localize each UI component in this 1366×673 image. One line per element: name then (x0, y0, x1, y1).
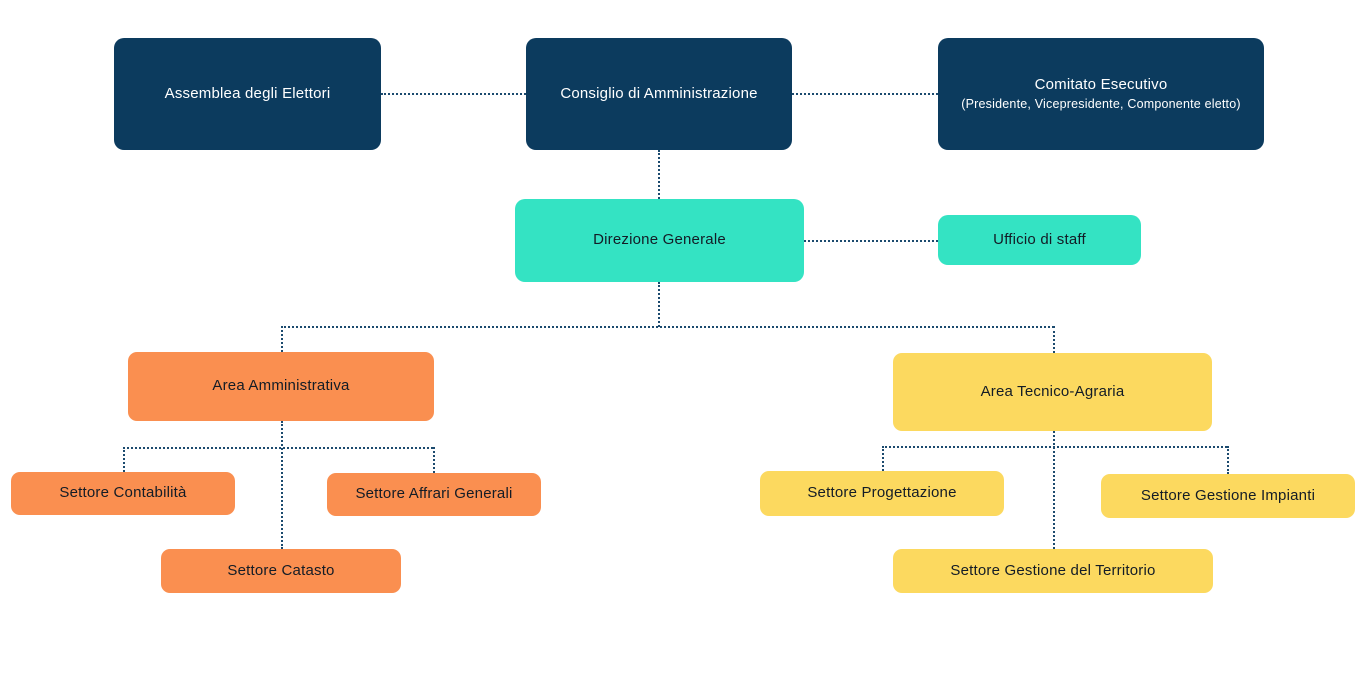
node-direzione-generale: Direzione Generale (515, 199, 804, 282)
node-label: Assemblea degli Elettori (164, 84, 331, 102)
node-label: Consiglio di Amministrazione (560, 84, 758, 102)
node-label: Settore Catasto (227, 561, 335, 579)
node-area-amministrativa: Area Amministrativa (128, 352, 434, 421)
node-settore-gestione-del-territorio: Settore Gestione del Territorio (893, 549, 1213, 593)
node-label: Area Tecnico-Agraria (980, 382, 1125, 400)
node-assemblea-degli-elettori: Assemblea degli Elettori (114, 38, 381, 150)
connector-tecnico-sub-bar (882, 446, 1227, 448)
node-label: Ufficio di staff (993, 230, 1086, 248)
connector-assemblea-consiglio (381, 93, 526, 95)
node-label: Settore Contabilità (59, 484, 187, 502)
node-settore-gestione-impianti: Settore Gestione Impianti (1101, 474, 1355, 518)
connector-direzione-branch-bar (658, 282, 660, 327)
node-ufficio-di-staff: Ufficio di staff (938, 215, 1141, 265)
node-label: Settore Progettazione (807, 484, 957, 502)
connector-bar-settore-affrari (433, 447, 435, 473)
node-settore-affrari-generali: Settore Affrari Generali (327, 473, 541, 516)
node-consiglio-di-amministrazione: Consiglio di Amministrazione (526, 38, 792, 150)
connector-consiglio-direzione (658, 150, 660, 199)
node-label: Settore Gestione Impianti (1140, 486, 1316, 504)
node-sublabel: (Presidente, Vicepresidente, Componente … (961, 96, 1241, 111)
node-label: Comitato Esecutivo (1034, 75, 1168, 93)
connector-branch-bar (281, 326, 1054, 328)
connector-bar-settore-impianti (1227, 446, 1229, 474)
node-label: Settore Gestione del Territorio (950, 561, 1156, 579)
connector-bar-area-tecnico-agraria (1053, 326, 1055, 353)
node-settore-catasto: Settore Catasto (161, 549, 401, 593)
connector-bar-area-amministrativa (281, 326, 283, 352)
connector-bar-settore-progettazione (882, 446, 884, 471)
node-comitato-esecutivo: Comitato Esecutivo (Presidente, Vicepres… (938, 38, 1264, 150)
connector-direzione-ufficio (804, 240, 938, 242)
node-label: Direzione Generale (593, 231, 726, 249)
connector-amministrativa-sub-bar (123, 447, 433, 449)
connector-areaamm-settore-catasto (281, 421, 283, 549)
connector-bar-settore-contabilita (123, 447, 125, 472)
connector-areatec-settore-territorio (1053, 431, 1055, 549)
node-area-tecnico-agraria: Area Tecnico-Agraria (893, 353, 1212, 431)
connector-consiglio-comitato (792, 93, 938, 95)
node-label: Settore Affrari Generali (355, 485, 513, 503)
node-settore-progettazione: Settore Progettazione (760, 471, 1004, 516)
node-label: Area Amministrativa (212, 377, 350, 395)
node-settore-contabilita: Settore Contabilità (11, 472, 235, 515)
